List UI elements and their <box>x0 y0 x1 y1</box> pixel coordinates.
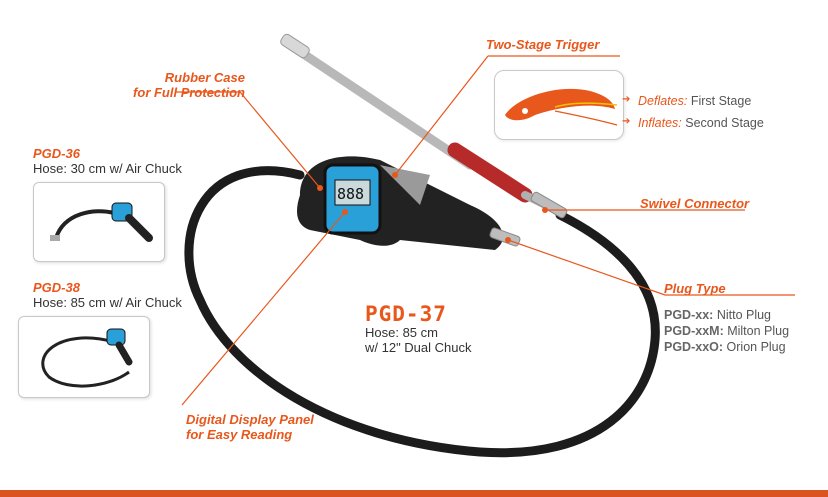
plug-list: PGD-xx: Nitto Plug PGD-xxM: Milton Plug … <box>664 307 789 355</box>
chuck-tube <box>285 40 475 170</box>
callout-digital-display: Digital Display Panel for Easy Reading <box>186 412 314 442</box>
model-pgd37-name: PGD-37 <box>365 302 447 326</box>
plug-name: Nitto Plug <box>716 308 772 322</box>
plug-item: PGD-xxM: Milton Plug <box>664 323 789 339</box>
deflates-row: Deflates: First Stage <box>638 94 751 108</box>
callout-swivel-connector: Swivel Connector <box>640 196 750 211</box>
trigger-icon <box>505 88 618 126</box>
model-pgd36-desc: Hose: 30 cm w/ Air Chuck <box>33 161 182 176</box>
inflates-label: Inflates: <box>638 116 682 130</box>
hose <box>184 166 660 458</box>
callout-digital-line2: for Easy Reading <box>186 427 293 442</box>
red-grip <box>447 142 533 203</box>
inflates-value: Second Stage <box>685 116 764 130</box>
plug-name: Orion Plug <box>726 340 786 354</box>
model-pgd36-name: PGD-36 <box>33 146 80 161</box>
plug-code: PGD-xxO: <box>664 340 724 354</box>
plug-code: PGD-xx: <box>664 308 714 322</box>
plug-item: PGD-xxO: Orion Plug <box>664 339 789 355</box>
callout-digital-line1: Digital Display Panel <box>186 412 314 427</box>
callout-plug-type: Plug Type <box>664 281 726 296</box>
callout-two-stage-trigger: Two-Stage Trigger <box>486 37 600 52</box>
callout-rubber-case-line1: Rubber Case <box>164 70 245 85</box>
svg-text:888: 888 <box>337 185 364 203</box>
arrow-deflates-icon: ➔ <box>622 94 631 105</box>
deflates-label: Deflates: <box>638 94 688 108</box>
model-pgd38-desc: Hose: 85 cm w/ Air Chuck <box>33 295 182 310</box>
plug-item: PGD-xx: Nitto Plug <box>664 307 789 323</box>
plug-code: PGD-xxM: <box>664 324 724 338</box>
chuck-tip <box>280 33 310 59</box>
model-pgd38-name: PGD-38 <box>33 280 80 295</box>
model-pgd37-line1: Hose: 85 cm <box>365 325 438 340</box>
plug-name: Milton Plug <box>727 324 790 338</box>
model-pgd37-line2: w/ 12" Dual Chuck <box>365 340 472 355</box>
swivel <box>530 191 568 219</box>
bottom-accent-bar <box>0 490 828 497</box>
trigger-diagram <box>494 70 624 140</box>
callout-rubber-case: Rubber Case for Full Protection <box>95 70 245 100</box>
arrow-inflates-icon: ➔ <box>622 116 631 127</box>
pgd38-image <box>18 316 150 398</box>
deflates-value: First Stage <box>690 94 752 108</box>
pgd36-image <box>33 182 165 262</box>
callout-rubber-case-line2: for Full Protection <box>133 85 245 100</box>
inflates-row: Inflates: Second Stage <box>638 116 764 130</box>
